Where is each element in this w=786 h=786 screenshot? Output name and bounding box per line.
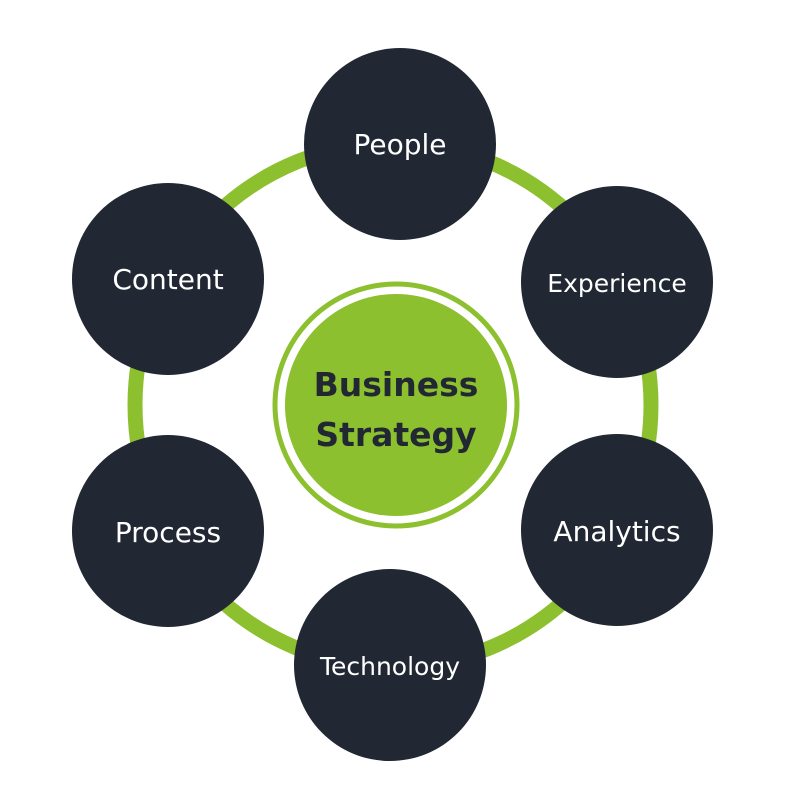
center-label-line1: Business xyxy=(314,365,479,404)
node-content-circle xyxy=(72,183,264,375)
node-process: Process xyxy=(72,435,264,627)
node-process-circle xyxy=(72,435,264,627)
node-experience-label: Experience xyxy=(547,269,686,298)
node-analytics-circle xyxy=(521,434,713,626)
node-analytics-label: Analytics xyxy=(553,515,680,548)
node-experience-circle xyxy=(521,186,713,378)
node-technology-label: Technology xyxy=(319,652,460,681)
center-circle xyxy=(285,294,507,516)
center-label-line2: Strategy xyxy=(315,415,476,454)
center-hub: Business Strategy xyxy=(272,281,520,529)
node-technology: Technology xyxy=(294,569,486,761)
node-people: People xyxy=(304,48,496,240)
node-technology-circle xyxy=(294,569,486,761)
node-analytics: Analytics xyxy=(521,434,713,626)
node-experience: Experience xyxy=(521,186,713,378)
node-process-label: Process xyxy=(115,516,221,549)
node-people-label: People xyxy=(353,128,446,161)
node-content: Content xyxy=(72,183,264,375)
node-people-circle xyxy=(304,48,496,240)
node-content-label: Content xyxy=(112,263,223,296)
